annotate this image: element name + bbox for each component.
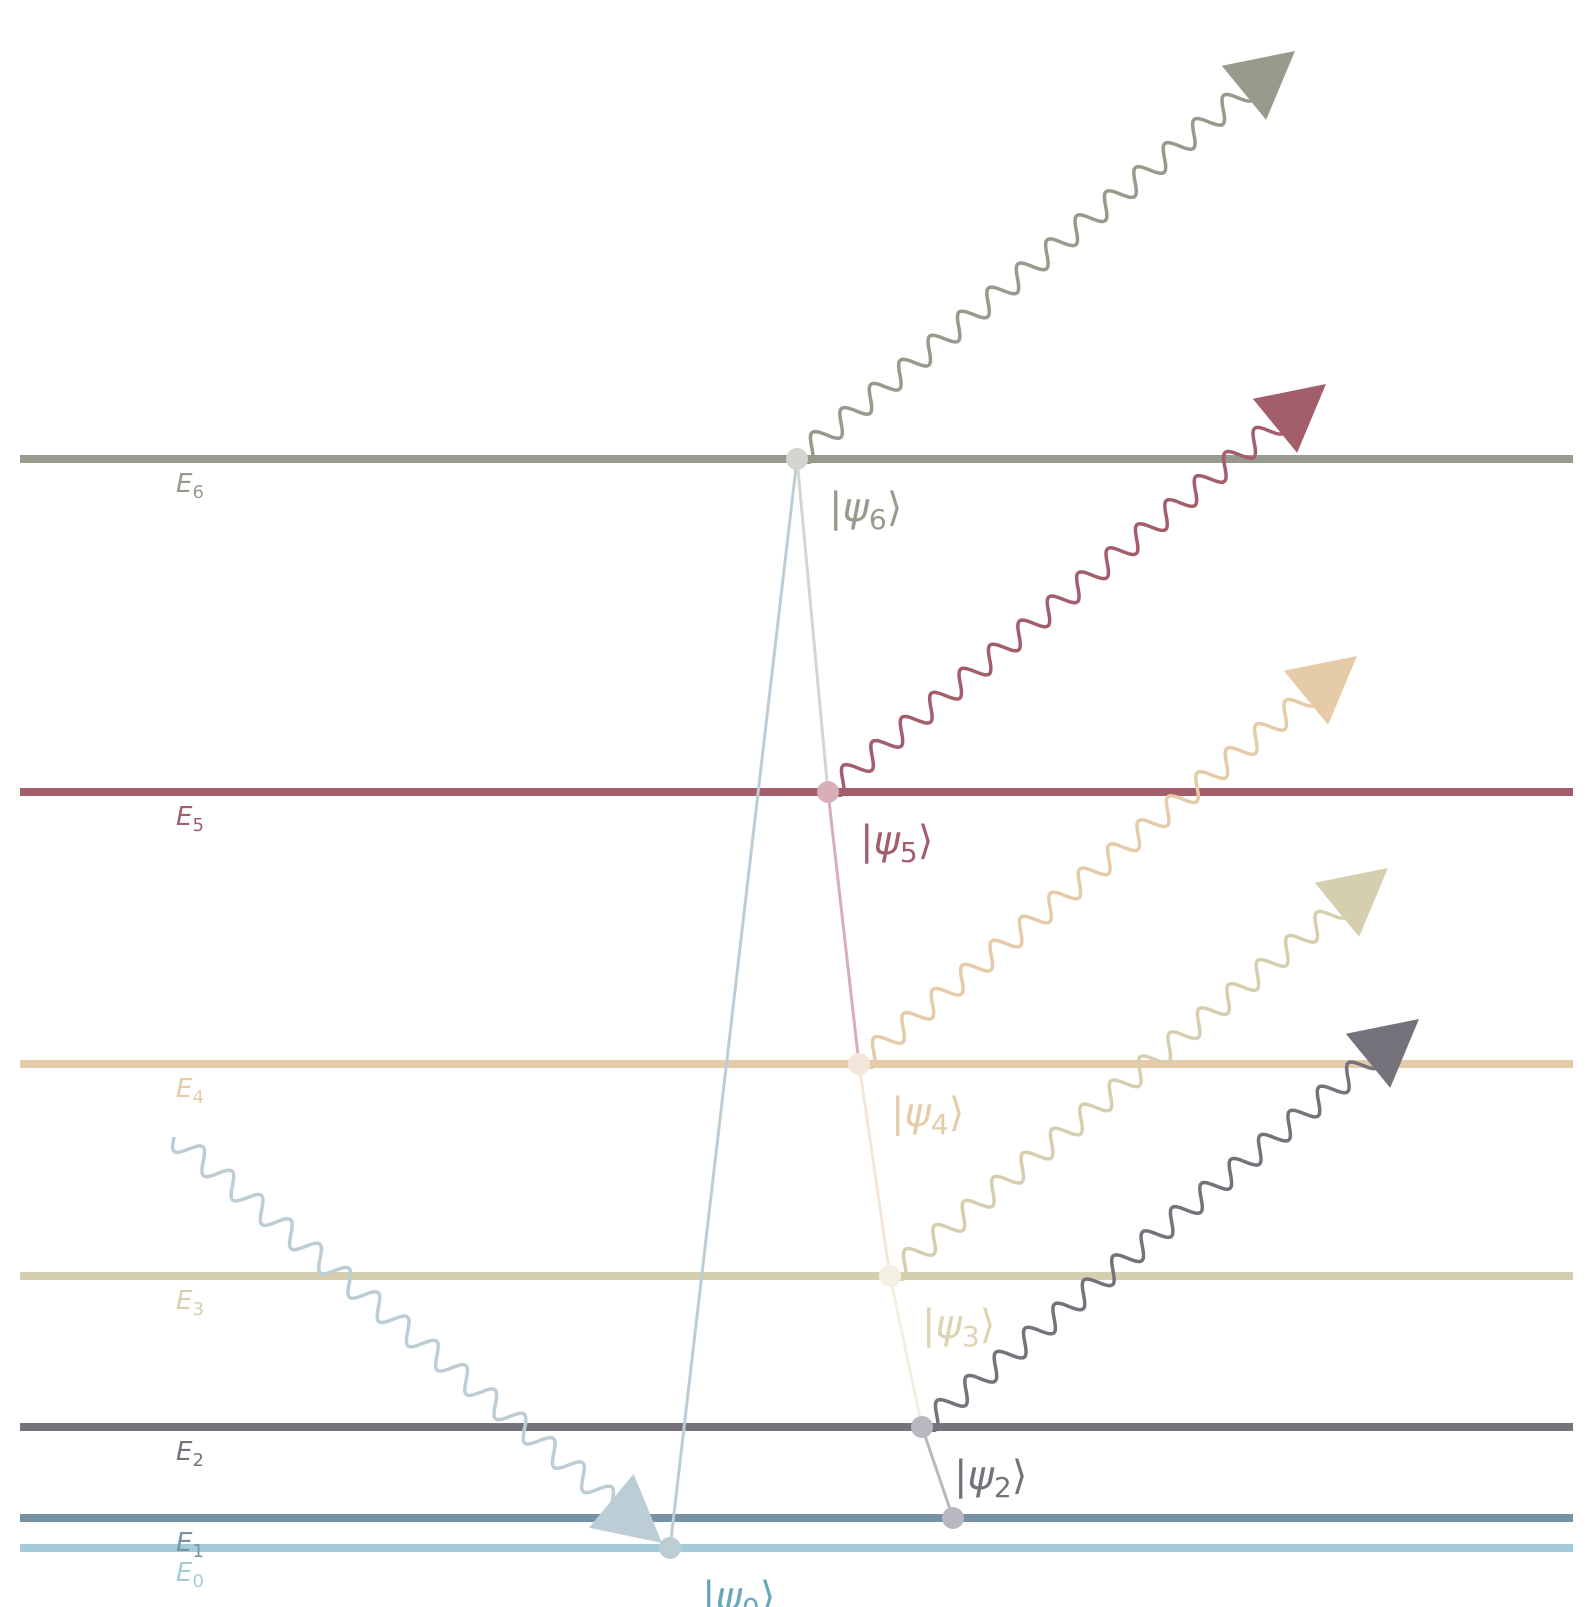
ket-label-psi3: |ψ3⟩: [922, 1302, 995, 1353]
level-label-e3: E3: [176, 1286, 204, 1320]
ket-symbol: ψ: [967, 1453, 995, 1499]
level-subscript: 5: [192, 815, 203, 836]
state-dot-psi5: [817, 781, 839, 803]
level-label-e2: E2: [176, 1437, 204, 1471]
photon-arrowhead-emit-2: [1345, 1019, 1419, 1088]
transition-psi4-psi3: [857, 1063, 892, 1277]
ket-symbol: ψ: [904, 1090, 932, 1136]
ket-close: ⟩: [918, 818, 934, 864]
level-symbol: E: [176, 1286, 193, 1316]
level-subscript: 1: [192, 1541, 203, 1562]
transition-psi6-psi5: [795, 458, 830, 793]
level-label-e6: E6: [176, 469, 204, 503]
transition-psi5-psi4: [826, 791, 861, 1065]
state-dot-psi6: [786, 448, 808, 470]
state-dots: [659, 448, 964, 1559]
level-subscript: 6: [192, 482, 203, 503]
ket-close: ⟩: [760, 1574, 776, 1607]
ket-symbol: ψ: [715, 1574, 743, 1607]
level-subscript: 2: [192, 1450, 203, 1471]
ket-open: |: [922, 1302, 935, 1348]
photon-wave-absorbed: [170, 1136, 616, 1511]
level-label-e1: E1: [176, 1528, 204, 1562]
ket-open: |: [829, 485, 842, 531]
photon-arrowhead-emit-6: [1221, 51, 1295, 120]
transition-psi3-psi2: [888, 1275, 924, 1428]
ket-sub: 4: [931, 1108, 949, 1141]
photon-wave-emit-6: [796, 92, 1256, 465]
level-subscript: 0: [192, 1571, 203, 1592]
photon-arrowhead-emit-3: [1314, 868, 1388, 937]
level-subscript: 4: [192, 1087, 203, 1108]
photon-wave-emit-3: [889, 909, 1349, 1282]
ket-label-psi2: |ψ2⟩: [954, 1453, 1027, 1504]
ket-open: |: [860, 818, 873, 864]
transition-psi2-E1: [920, 1426, 955, 1519]
photon-arrowhead-emit-4: [1283, 656, 1357, 725]
ket-label-psi5: |ψ5⟩: [860, 818, 933, 869]
ket-open: |: [954, 1453, 967, 1499]
photons: [170, 51, 1419, 1543]
state-dot-psi4: [848, 1053, 870, 1075]
ket-sub: 5: [900, 836, 918, 869]
ket-label-psi6: |ψ6⟩: [829, 485, 902, 536]
level-symbol: E: [176, 1074, 193, 1104]
photon-wave-emit-4: [858, 697, 1318, 1070]
ket-close: ⟩: [980, 1302, 996, 1348]
state-dot-psi2: [911, 1416, 933, 1438]
state-dot-e1: [942, 1507, 964, 1529]
transitions: [668, 458, 955, 1549]
level-label-e4: E4: [176, 1074, 204, 1108]
state-dot-psi0: [659, 1537, 681, 1559]
ket-open: |: [891, 1090, 904, 1136]
level-symbol: E: [176, 1437, 193, 1467]
ket-symbol: ψ: [935, 1302, 963, 1348]
ket-open: |: [702, 1574, 715, 1607]
ket-symbol: ψ: [842, 485, 870, 531]
ket-label-psi0: |ψ0⟩: [702, 1574, 775, 1607]
ket-symbol: ψ: [873, 818, 901, 864]
photon-arrowhead-absorbed: [588, 1473, 662, 1543]
photon-arrowhead-emit-5: [1252, 384, 1326, 453]
level-symbol: E: [176, 802, 193, 832]
ket-label-psi4: |ψ4⟩: [891, 1090, 964, 1141]
state-dot-psi3: [879, 1265, 901, 1287]
ket-sub: 3: [962, 1320, 980, 1353]
ket-close: ⟩: [887, 485, 903, 531]
energy-levels: [20, 455, 1573, 1552]
level-symbol: E: [176, 1558, 193, 1588]
transition-psi0-psi6: [668, 458, 799, 1549]
level-symbol: E: [176, 469, 193, 499]
photon-wave-emit-5: [827, 425, 1287, 798]
photon-wave-emit-2: [921, 1060, 1381, 1433]
level-symbol: E: [176, 1528, 193, 1558]
ket-close: ⟩: [949, 1090, 965, 1136]
ket-sub: 0: [742, 1592, 760, 1607]
level-label-e0: E0: [176, 1558, 204, 1592]
ket-sub: 6: [869, 503, 887, 536]
ket-sub: 2: [994, 1471, 1012, 1504]
level-label-e5: E5: [176, 802, 204, 836]
ket-close: ⟩: [1012, 1453, 1028, 1499]
level-subscript: 3: [192, 1299, 203, 1320]
